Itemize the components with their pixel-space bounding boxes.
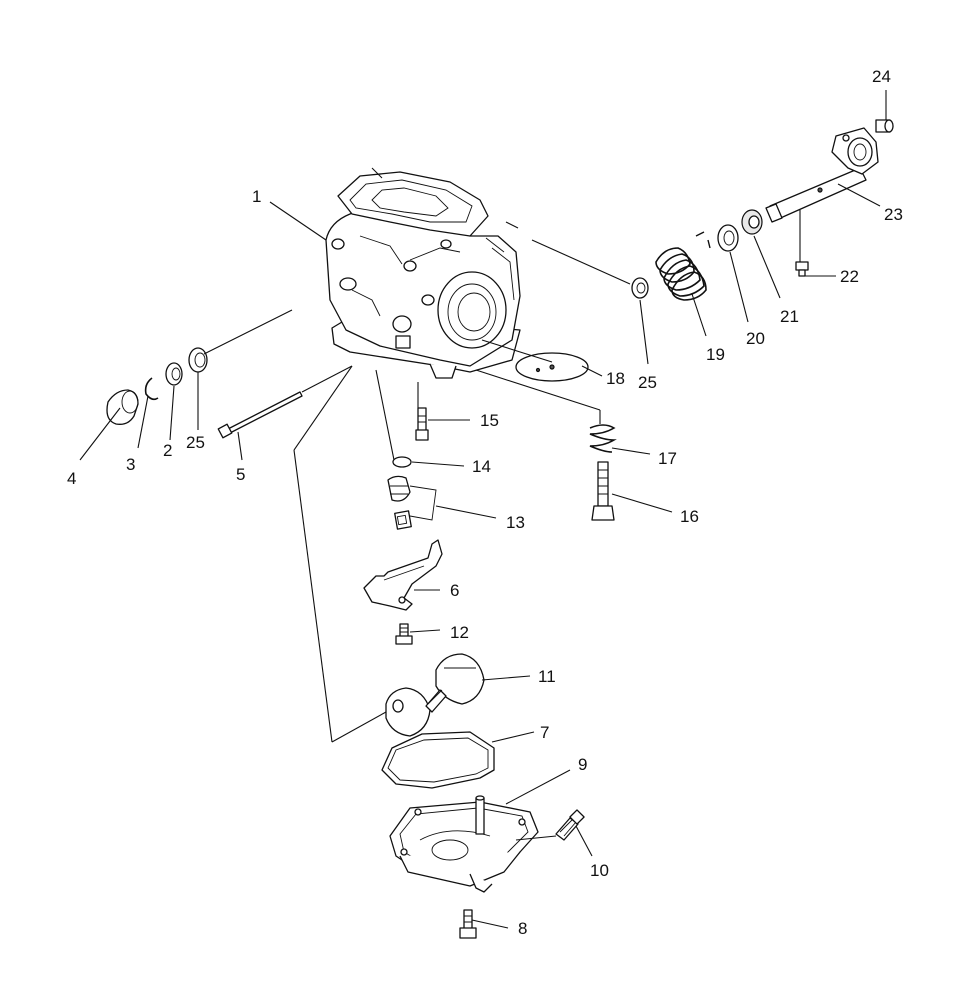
- leader-lines: [79, 90, 887, 929]
- spring-part-17: [589, 424, 617, 453]
- label-6: 6: [450, 581, 459, 600]
- part-number-labels: 1 2 3 4 5 6 7 8 9 10 11 12 13 14 15 16 1…: [67, 67, 903, 938]
- bushing-part: [741, 209, 763, 235]
- label-19: 19: [706, 345, 725, 364]
- label-17: 17: [658, 449, 677, 468]
- washer-part-2: [165, 362, 183, 386]
- pin-part: [217, 391, 303, 439]
- plate-hole: [535, 367, 541, 373]
- label-23: 23: [884, 205, 903, 224]
- float-arm-bracket-part: [363, 539, 443, 611]
- carburetor-body-part: [325, 171, 521, 379]
- seal-part-right: [631, 277, 649, 299]
- label-10: 10: [590, 861, 609, 880]
- gasket-part: [381, 731, 495, 789]
- jet-part-15: [415, 407, 429, 441]
- label-25-left: 25: [186, 433, 205, 452]
- label-7: 7: [540, 723, 549, 742]
- needle-valve-part: [387, 475, 437, 530]
- label-18: 18: [606, 369, 625, 388]
- label-16: 16: [680, 507, 699, 526]
- plate-hole: [549, 364, 555, 370]
- label-14: 14: [472, 457, 491, 476]
- label-13: 13: [506, 513, 525, 532]
- adjust-screw-part: [591, 461, 615, 521]
- o-ring-part: [392, 456, 412, 468]
- label-4: 4: [67, 469, 76, 488]
- seal-part-left: [188, 347, 208, 373]
- clip-part: [144, 377, 159, 401]
- label-11: 11: [538, 667, 556, 686]
- bowl-screw-part: [459, 909, 477, 939]
- label-20: 20: [746, 329, 765, 348]
- washer-part-20: [717, 224, 739, 252]
- label-22: 22: [840, 267, 859, 286]
- float-bowl-part: [389, 795, 539, 893]
- label-24: 24: [872, 67, 891, 86]
- screw-part-22: [795, 261, 809, 277]
- label-5: 5: [236, 465, 245, 484]
- label-9: 9: [578, 755, 587, 774]
- throttle-spring-part: [655, 231, 711, 301]
- label-15: 15: [480, 411, 499, 430]
- label-2: 2: [163, 441, 172, 460]
- drain-screw-part: [555, 809, 585, 841]
- label-1: 1: [252, 187, 261, 206]
- screw-part-24: [875, 119, 894, 133]
- screw-part-12: [395, 623, 413, 645]
- throttle-shaft-part: [765, 127, 879, 223]
- label-21: 21: [780, 307, 799, 326]
- label-25-right: 25: [638, 373, 657, 392]
- label-8: 8: [518, 919, 527, 938]
- label-12: 12: [450, 623, 469, 642]
- label-3: 3: [126, 455, 135, 474]
- float-part: [385, 653, 485, 737]
